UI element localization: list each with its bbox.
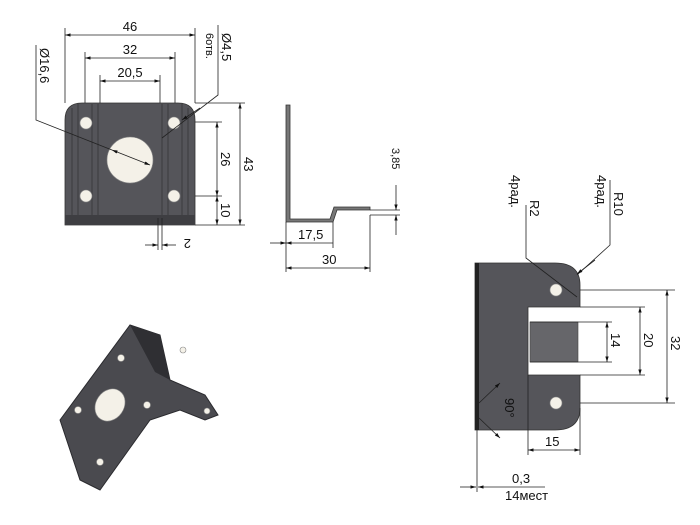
- dim-depth: 15: [545, 434, 559, 449]
- dim-slot-width: 20,5: [117, 65, 142, 80]
- dim-angle: 90°: [502, 398, 517, 418]
- dim-slot-width: 20: [641, 333, 656, 347]
- mount-hole: [79, 189, 93, 203]
- dim-hole-spacing-y: 26: [218, 152, 233, 166]
- iso-bracket: [59, 324, 219, 491]
- mount-hole: [79, 116, 93, 130]
- dim-bottom-offset: 10: [218, 203, 233, 217]
- dim-groove: 0,3: [512, 471, 530, 486]
- end-view: R2 4рад. R10 4рад. 14 20 32 15 90° 0,3 1…: [460, 175, 683, 503]
- front-view: 46 32 20,5 Ø16,6 Ø4,5 6отв. 43 26 10 2: [35, 19, 256, 251]
- dim-height-overall: 43: [241, 157, 256, 171]
- iso-center-hole: [94, 388, 126, 422]
- center-hole: [106, 136, 154, 184]
- dim-radius-large: R10: [611, 192, 626, 216]
- mount-hole: [167, 189, 181, 203]
- isometric-view: [59, 324, 219, 491]
- side-profile: [285, 104, 371, 223]
- dim-mount-hole-count: 6отв.: [203, 33, 215, 59]
- dim-total-length: 30: [322, 252, 336, 267]
- mount-hole: [167, 116, 181, 130]
- dim-width-overall: 46: [123, 19, 137, 34]
- dim-thickness: 2: [184, 236, 191, 251]
- dim-hole-spacing: 32: [668, 336, 683, 350]
- side-view: 3,85 17,5 30: [270, 104, 401, 272]
- dim-center-hole: Ø16,6: [37, 48, 52, 83]
- dim-radius-small-count: 4рад.: [508, 175, 523, 208]
- end-inner-tab: [529, 321, 579, 363]
- dim-inner-width: 14: [608, 333, 623, 347]
- dim-groove-count: 14мест: [505, 488, 548, 503]
- dim-radius-large-count: 4рад.: [594, 175, 609, 208]
- dim-step-height: 3,85: [389, 148, 401, 169]
- dim-bend-length: 17,5: [298, 227, 323, 242]
- dim-radius-small: R2: [527, 200, 542, 217]
- dim-mount-hole: Ø4,5: [219, 33, 234, 61]
- dim-hole-spacing-x: 32: [123, 42, 137, 57]
